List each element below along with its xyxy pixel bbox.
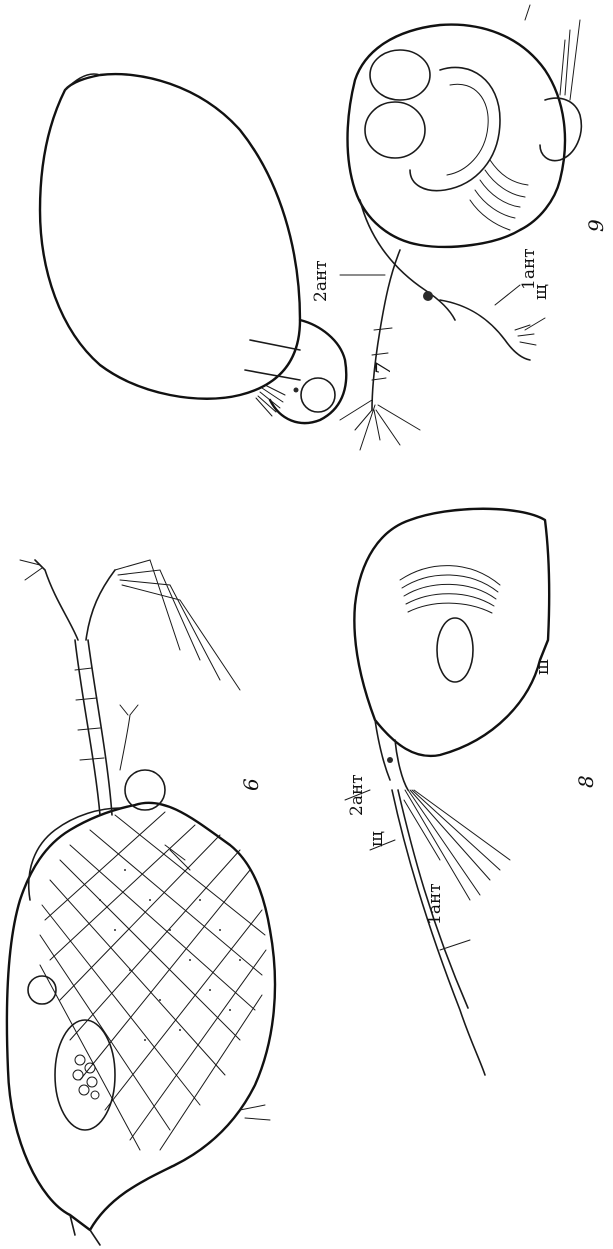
fig7-carapace-outline — [40, 74, 300, 399]
fig6-abdomen-setae — [165, 845, 270, 1120]
fig6-number: 6 — [239, 778, 263, 791]
fig9-head — [360, 200, 455, 320]
fig6-small-appendage — [120, 705, 138, 770]
fig9-egg-lower — [365, 102, 425, 158]
fig8-label-sh: ш — [533, 659, 553, 675]
fig8-eye-spot — [387, 757, 393, 763]
fig9-eye — [423, 291, 433, 301]
fig8-label-shch: щ — [367, 831, 387, 847]
figure-6-drawing — [7, 560, 275, 1245]
fig6-carapace-outline — [7, 803, 275, 1230]
fig7-ocellus — [294, 388, 299, 393]
fig9-egg-upper — [370, 50, 430, 100]
fig6-antenna-branch-upper — [35, 560, 115, 640]
fig9-gut-inner — [447, 84, 488, 175]
fig9-frontal-tuft — [515, 325, 536, 345]
fig8-antenna1 — [392, 790, 485, 1075]
fig8-antenna-tube — [375, 720, 408, 790]
fig8-label-ant1: 1ант — [425, 883, 445, 925]
fig9-label-ant1: 1ант — [519, 248, 539, 290]
fig7-bristle-tuft — [256, 385, 285, 416]
figure-8-drawing — [345, 509, 549, 1075]
fig9-number: 9 — [584, 219, 608, 232]
fig8-hatching — [400, 566, 500, 613]
fig8-leader-ant1 — [440, 940, 470, 950]
fig7-eye — [301, 378, 335, 412]
fig8-setae-fan — [404, 790, 510, 900]
fig9-leader-shch — [525, 318, 545, 330]
fig8-label-ant2: 2ант — [347, 774, 367, 816]
fig8-body-outline — [354, 509, 549, 756]
fig6-brood-chamber — [55, 1020, 115, 1130]
fig9-label-ant2: 2ант — [311, 260, 331, 302]
fig6-antenna-setae — [20, 560, 240, 690]
fig9-thoracic-limbs — [470, 160, 528, 230]
fig8-number: 8 — [574, 775, 598, 788]
fig9-carapace-outline — [348, 25, 566, 247]
fig8-internal-organ — [437, 618, 473, 682]
figure-9-drawing — [340, 5, 581, 450]
fig6-reticulation — [40, 812, 266, 1150]
fig6-antenna-stem — [75, 640, 112, 815]
fig9-antenna-setae — [340, 400, 420, 450]
fig9-leader-ant1 — [495, 285, 520, 305]
fig6-eye — [28, 976, 56, 1004]
figure-7-drawing — [40, 74, 346, 423]
